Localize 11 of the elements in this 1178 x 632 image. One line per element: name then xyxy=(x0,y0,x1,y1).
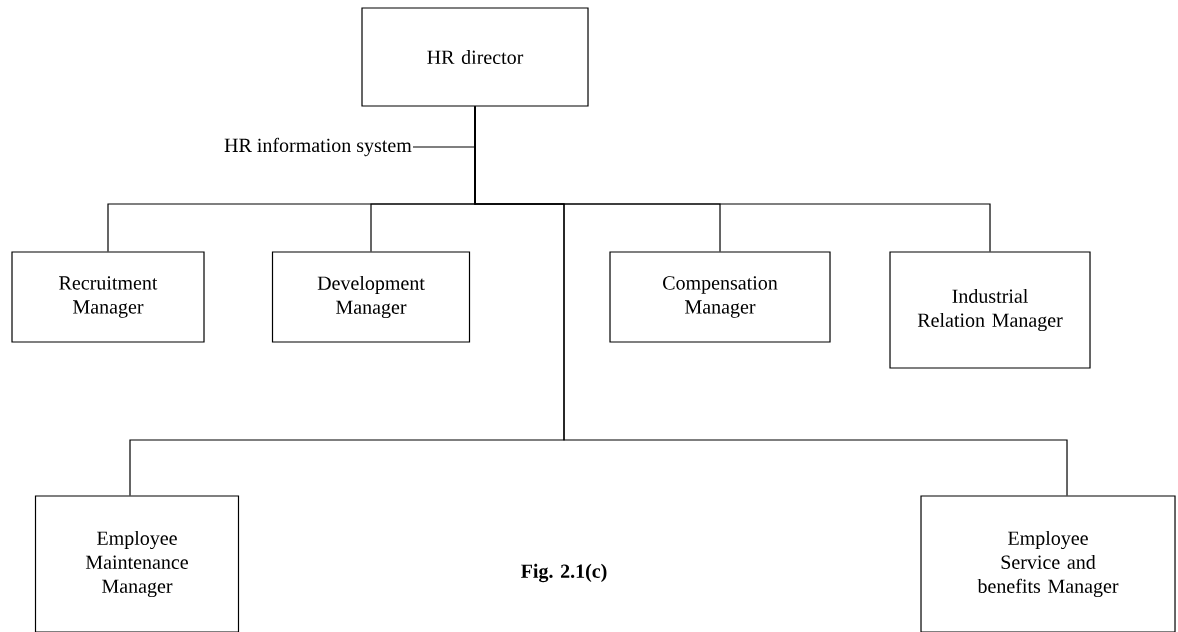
label: HR information system xyxy=(224,137,412,157)
box: HR director xyxy=(361,7,589,107)
box: Recruitment Manager xyxy=(11,251,205,343)
figure-caption: Fig. 2.1(c) xyxy=(521,563,607,583)
connector-line xyxy=(474,106,1068,496)
box: Employee Maintenance Manager xyxy=(34,495,240,632)
box: Compensation Manager xyxy=(609,251,831,343)
leader-line xyxy=(412,146,476,148)
box: Industrial Relation Manager xyxy=(889,251,1091,369)
box: Development Manager xyxy=(271,251,471,343)
box: Employee Service and benefits Manager xyxy=(920,495,1176,632)
